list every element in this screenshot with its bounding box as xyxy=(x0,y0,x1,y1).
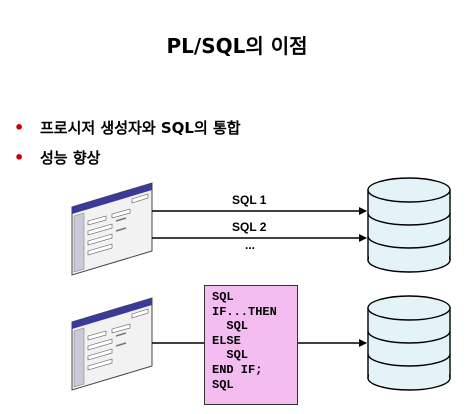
arrow-label: SQL 2 xyxy=(232,220,267,234)
client-application-icon xyxy=(71,182,153,276)
bullet-list: • 프로시저 생성자와 SQL의 통합 • 성능 향상 xyxy=(14,112,241,172)
arrow-label: SQL 1 xyxy=(232,193,267,207)
code-line: SQL xyxy=(212,319,249,334)
code-line: SQL xyxy=(212,290,234,304)
code-line: SQL xyxy=(212,377,234,392)
bullet-text: 프로시저 생성자와 SQL의 통합 xyxy=(40,118,241,137)
bullet-text: 성능 향상 xyxy=(40,148,101,167)
code-line: SQL xyxy=(212,348,249,363)
bullet-dot-icon: • xyxy=(14,117,25,137)
ellipsis-label: ... xyxy=(245,238,256,252)
bullet-dot-icon: • xyxy=(14,147,25,167)
bullet-item: • 프로시저 생성자와 SQL의 통합 xyxy=(14,112,241,142)
code-line: END IF; xyxy=(212,362,263,377)
plsql-block: SQL IF...THEN SQL ELSE SQL END IF; SQL xyxy=(204,285,298,405)
client-application-icon xyxy=(71,297,153,391)
slide-title: PL/SQL의 이점 xyxy=(166,34,308,58)
database-icon xyxy=(367,177,451,273)
code-line: IF...THEN xyxy=(212,304,277,319)
bullet-item: • 성능 향상 xyxy=(14,142,241,172)
code-line: ELSE xyxy=(212,333,241,348)
database-icon xyxy=(367,295,451,391)
